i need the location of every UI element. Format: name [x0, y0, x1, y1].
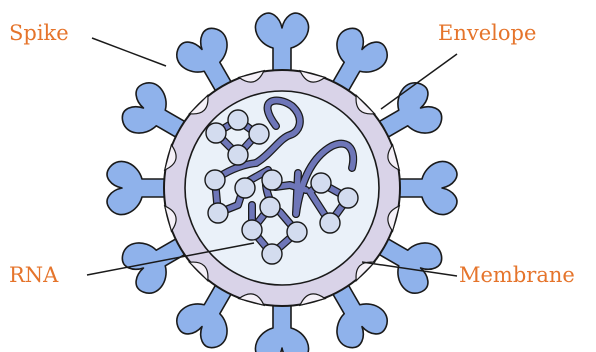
spike-protein [107, 161, 170, 214]
membrane-label: Membrane [459, 263, 575, 287]
rna-label: RNA [9, 263, 59, 287]
spike-protein [255, 13, 308, 76]
spike-leader-line [92, 38, 166, 66]
spike-protein [255, 300, 308, 352]
envelope-label: Envelope [438, 21, 536, 45]
spike-label: Spike [9, 21, 69, 45]
spike-protein [394, 161, 457, 214]
